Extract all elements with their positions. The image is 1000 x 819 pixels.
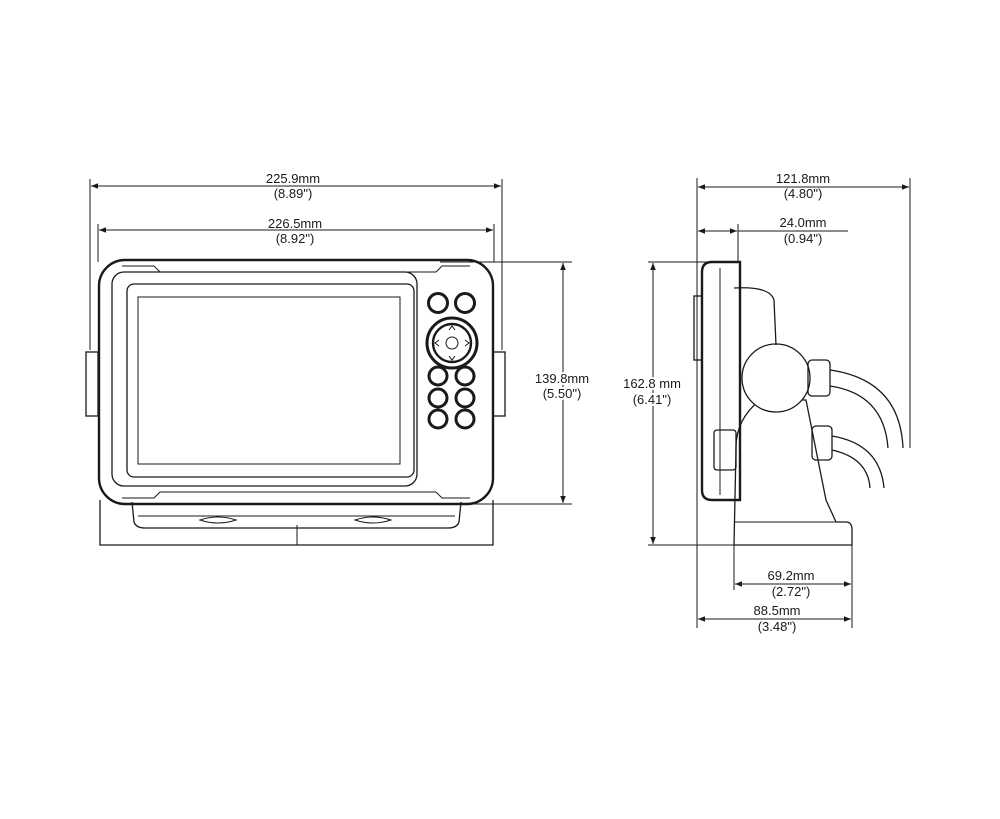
connector-lower (811, 425, 833, 461)
dpad-center (445, 336, 459, 350)
dpad-inner (431, 322, 473, 364)
side-bezel (700, 260, 742, 502)
side-latch (713, 429, 737, 471)
label-base-inner-mm: 69.2mm (768, 568, 815, 583)
label-width-outer-in: (8.89") (274, 186, 313, 201)
button-row2-left (427, 387, 449, 409)
cable-lower (831, 435, 885, 489)
label-height-side-in: (6.41") (633, 392, 672, 407)
right-bracket-knob (492, 351, 506, 417)
front-dimensions (89, 179, 572, 505)
label-width-inner-in: (8.92") (276, 231, 315, 246)
label-depth-bezel-in: (0.94") (784, 231, 823, 246)
screen-bezel (111, 271, 418, 487)
dpad-arrow-up (448, 325, 456, 331)
side-dimensions (648, 178, 911, 628)
dpad-arrow-down (448, 355, 456, 361)
button-row3-right (454, 408, 476, 430)
side-knob (741, 343, 811, 413)
side-view (693, 260, 904, 546)
button-row1-left (427, 365, 449, 387)
dpad-arrow-left (434, 339, 440, 347)
label-depth-total-mm: 121.8mm (776, 171, 830, 186)
label-depth-bezel-mm: 24.0mm (780, 215, 827, 230)
front-view (85, 258, 506, 546)
front-housing (97, 258, 495, 506)
label-width-inner-mm: 226.5mm (268, 216, 322, 231)
button-top-left (427, 292, 449, 314)
label-height-front-in: (5.50") (543, 386, 582, 401)
mount-slot-left (198, 516, 238, 524)
cable-upper (829, 369, 904, 449)
dpad-arrow-right (464, 339, 470, 347)
top-ridge (122, 265, 470, 273)
side-base (733, 399, 853, 546)
bottom-ridge (122, 491, 470, 499)
screen-inner (137, 296, 401, 465)
left-bracket-knob (85, 351, 99, 417)
lower-mount (131, 501, 462, 529)
button-row2-right (454, 387, 476, 409)
button-top-right (454, 292, 476, 314)
mount-slot-right (353, 516, 393, 524)
side-button (693, 295, 703, 361)
label-base-total-in: (3.48") (758, 619, 797, 634)
screen (126, 283, 415, 478)
connector-upper (807, 359, 831, 397)
button-row3-left (427, 408, 449, 430)
label-base-total-mm: 88.5mm (754, 603, 801, 618)
label-height-front-mm: 139.8mm (535, 371, 589, 386)
button-row1-right (454, 365, 476, 387)
label-height-side-mm: 162.8 mm (623, 376, 681, 391)
label-base-inner-in: (2.72") (772, 584, 811, 599)
label-width-outer-mm: 225.9mm (266, 171, 320, 186)
label-depth-total-in: (4.80") (784, 186, 823, 201)
